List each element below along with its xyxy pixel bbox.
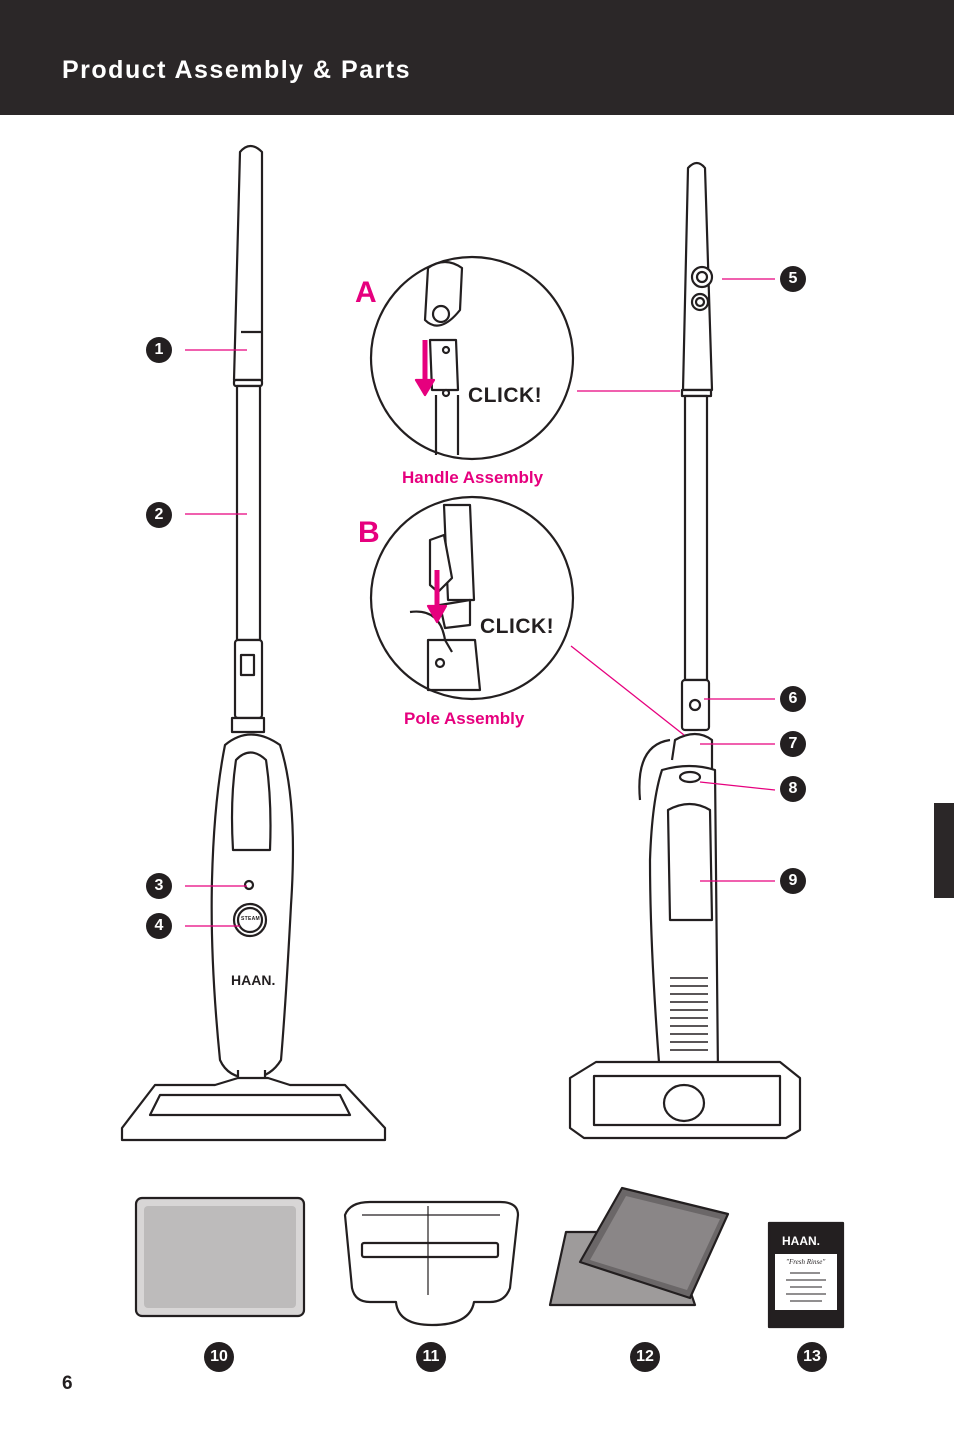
- callout-12: 12: [630, 1342, 660, 1372]
- callout-11: 11: [416, 1342, 446, 1372]
- inset-a-click-label: CLICK!: [468, 384, 543, 407]
- carpet-glider-illustration: [343, 1200, 520, 1327]
- callout-10: 10: [204, 1342, 234, 1372]
- handle-assembly-inset: [369, 255, 575, 461]
- callout-6: 6: [780, 686, 806, 712]
- steam-button-label: STEAM: [241, 916, 260, 922]
- callout-7: 7: [780, 731, 806, 757]
- callout-2: 2: [146, 502, 172, 528]
- callout-9: 9: [780, 868, 806, 894]
- callout-5: 5: [780, 266, 806, 292]
- microfiber-pad-illustration: [134, 1196, 306, 1318]
- page-title: Product Assembly & Parts: [62, 56, 412, 84]
- inset-a-letter: A: [355, 276, 377, 309]
- rear-steam-mop-illustration: [568, 161, 802, 1140]
- fresh-rinse-package-illustration: [767, 1221, 845, 1329]
- handle-assembly-caption: Handle Assembly: [402, 468, 544, 487]
- callout-1: 1: [146, 337, 172, 363]
- inset-b-letter: B: [358, 516, 380, 549]
- package-product-name: "Fresh Rinse": [786, 1258, 826, 1266]
- callout-13: 13: [797, 1342, 827, 1372]
- section-tab: [934, 803, 954, 898]
- package-brand-logo: HAAN.: [782, 1234, 820, 1248]
- callout-3: 3: [146, 873, 172, 899]
- callout-4: 4: [146, 913, 172, 939]
- mop-brand-logo: HAAN.: [231, 972, 276, 988]
- pole-assembly-caption: Pole Assembly: [404, 709, 525, 728]
- front-steam-mop-illustration: [120, 144, 387, 1142]
- page-number: 6: [62, 1373, 73, 1394]
- pole-assembly-inset: [369, 495, 575, 701]
- cleaning-cloths-illustration: [548, 1186, 730, 1307]
- callout-8: 8: [780, 776, 806, 802]
- inset-b-click-label: CLICK!: [480, 615, 555, 638]
- leader-lines: [185, 278, 776, 927]
- header-bar: Product Assembly & Parts: [0, 0, 954, 115]
